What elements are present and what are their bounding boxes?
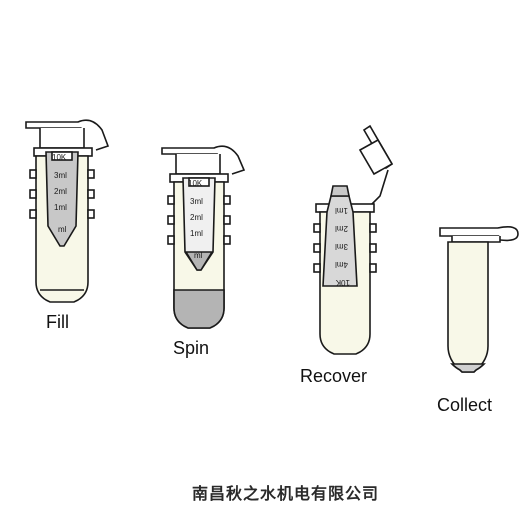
step-label-spin: Spin [173, 338, 210, 358]
fill-filter-icon [45, 151, 79, 247]
recover-mark-3: 3ml [335, 242, 348, 251]
step-label-collect: Collect [437, 395, 493, 415]
collect-tube-icon [439, 226, 519, 373]
fill-mark-3: 3ml [54, 171, 67, 180]
recover-mark-2: 2ml [335, 224, 348, 233]
spin-mark-3: 3ml [190, 197, 203, 206]
fill-mark-1: 1ml [54, 203, 67, 212]
fill-filter-label: 10K [52, 153, 67, 162]
spin-filtrate-icon [173, 289, 225, 329]
fill-mark-0: ml [58, 225, 67, 234]
recover-tube-icon [313, 124, 394, 355]
fill-tube-icon [25, 119, 110, 303]
fill-mark-2: 2ml [54, 187, 67, 196]
collect-sample-icon [450, 363, 486, 373]
spin-mark-0: ml [194, 251, 203, 260]
step-label-recover: Recover [300, 366, 368, 386]
spin-filter-label: 10K [188, 179, 203, 188]
recover-filter-label: 10K [335, 278, 350, 287]
company-watermark: 南昌秋之水机电有限公司 [192, 484, 380, 503]
recover-mark-4: 4ml [335, 260, 348, 269]
spin-tube-icon [161, 145, 246, 329]
collect-cap-icon [439, 227, 509, 237]
fill-hinge-icon [77, 119, 110, 151]
spin-mark-2: 2ml [190, 213, 203, 222]
recover-mark-1: 1ml [335, 206, 348, 215]
spin-hinge-icon [213, 145, 246, 175]
spin-mark-1: 1ml [190, 229, 203, 238]
collect-outer-tube-icon [447, 241, 489, 373]
step-label-fill: Fill [46, 312, 69, 332]
